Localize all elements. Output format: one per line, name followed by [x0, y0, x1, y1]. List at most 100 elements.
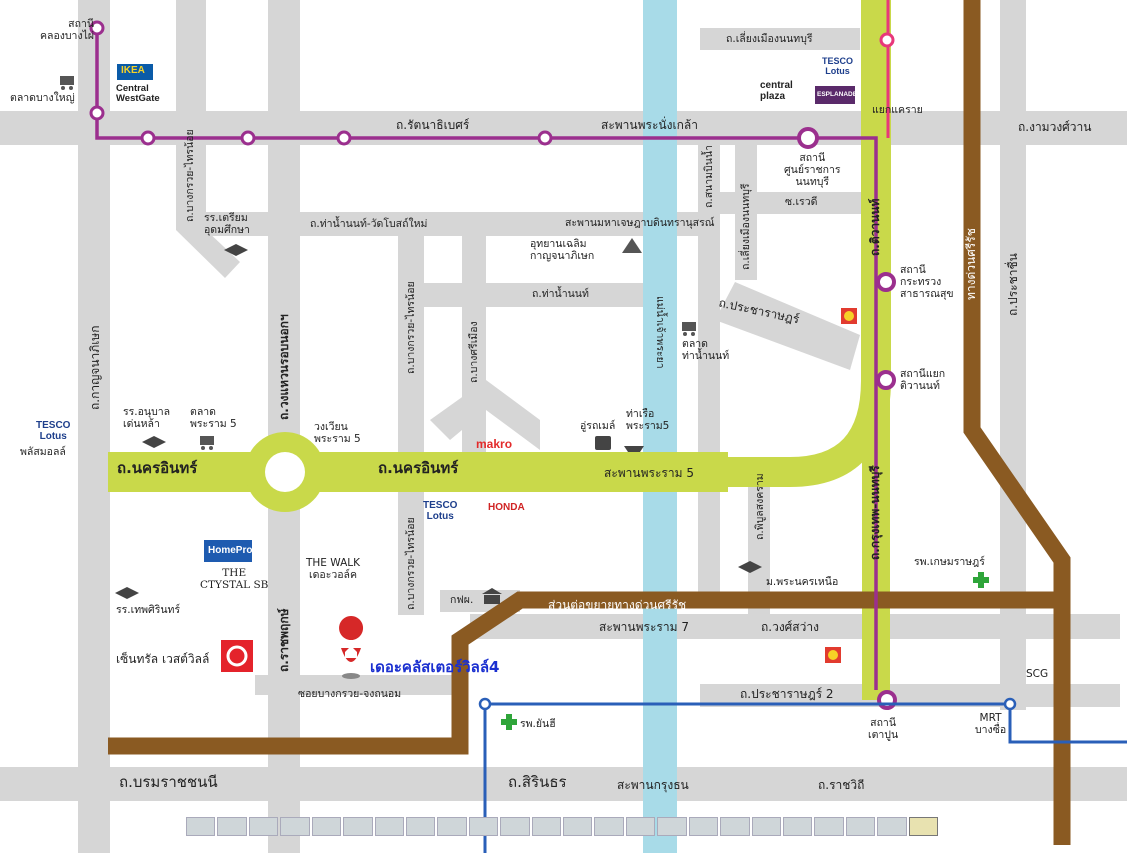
gallery-thumbnail[interactable]	[751, 817, 782, 836]
road-label-bang-si-mueang: ถ.บางศรีเมือง	[468, 321, 480, 383]
place-tesco-mid: TESCO Lotus	[423, 500, 458, 522]
gallery-thumbnail[interactable]	[563, 817, 593, 836]
road-label-sanam-bin-nam: ถ.สนามบินน้ำ	[703, 144, 715, 208]
road-label-wong-sawang: ถ.วงศ์สว่าง	[761, 620, 819, 634]
road-label-rattanathibet: ถ.รัตนาธิเบศร์	[396, 118, 470, 132]
bigc-logo-icon	[825, 647, 841, 663]
place-thepsirin: รร.เทพศิรินทร์	[116, 604, 181, 616]
place-egat: กฟผ.	[450, 594, 474, 606]
road-label-krung-thon-bridge: สะพานกรุงธน	[617, 778, 689, 792]
building-icon	[482, 588, 502, 604]
road-label-krungthep-nonthaburi: ถ.กรุงเทพ-นนทบุรี	[868, 465, 882, 560]
road-label-tha-nam-wat-bot: ถ.ท่าน้ำนนท์-วัดโบสถ์ใหม่	[310, 218, 428, 230]
chao-phraya-river	[643, 0, 677, 853]
westville-logo-icon	[221, 640, 253, 672]
gallery-thumbnail[interactable]	[186, 817, 216, 836]
road-label-tiwanon: ถ.ติวานนท์	[868, 198, 882, 256]
place-central-westgate: Central WestGate	[116, 83, 160, 104]
road-label-soi-rewadi: ซ.เรวดี	[785, 196, 818, 208]
gallery-thumbnail[interactable]	[374, 817, 404, 836]
gallery-thumbnail[interactable]	[720, 817, 750, 836]
gallery-thumbnail[interactable]	[783, 817, 813, 836]
road-label-ratchawithi: ถ.ราชวิถี	[818, 778, 865, 792]
road-label-pracha-chuen: ถ.ประชาชื่น	[1006, 253, 1020, 316]
gallery-thumbnail[interactable]	[877, 817, 907, 836]
school-icon	[224, 244, 248, 256]
gallery-thumbnail[interactable]	[468, 817, 499, 836]
esplanade-logo-icon	[815, 86, 855, 104]
place-market-rama5: ตลาด พระราม 5	[190, 406, 237, 430]
place-chalerm-park: อุทยานเฉลิม กาญจนาภิเษก	[530, 238, 595, 262]
gallery-thumbnail[interactable]	[248, 817, 279, 836]
gallery-thumbnail-selected[interactable]	[908, 817, 939, 836]
project-name-label: เดอะคลัสเตอร์วิลล์4	[370, 658, 500, 676]
place-crystal-sb: THE CTYSTAL SB	[200, 567, 269, 591]
gallery-thumbnail[interactable]	[688, 817, 719, 836]
road-label-nakhon-in-mid: ถ.นครอินทร์	[378, 459, 459, 477]
place-tesco-left: TESCO Lotus	[36, 420, 71, 442]
road-label-sirindhorn: ถ.สิรินธร	[508, 773, 567, 791]
road-label-siang-mueang: ถ.เลี่ยงเมืองนนทบุรี	[726, 33, 813, 45]
gallery-thumbnail[interactable]	[625, 817, 656, 836]
place-anuban: รร.อนุบาล เด่นหล้า	[123, 406, 171, 430]
ikea-logo-icon	[117, 64, 153, 80]
road-label-maha-chesada-bridge: สะพานมหาเจษฎาบดินทรานุสรณ์	[565, 217, 715, 229]
road-label-siang-mueang-v: ถ.เลี่ยงเมืองนนทบุรี	[740, 183, 752, 270]
road-label-bang-kruai-sai-noi-mid: ถ.บางกรวย-ไทรน้อย	[405, 281, 417, 374]
gallery-thumbnail[interactable]	[814, 817, 844, 836]
school-icon	[115, 587, 139, 599]
boat-icon	[624, 446, 644, 452]
place-rajabhat: ม.พระนครเหนือ	[766, 576, 839, 588]
road-label-outer-ring: ถ.วงแหวนรอบนอกฯ	[277, 314, 291, 420]
gallery-thumbnail[interactable]	[437, 817, 467, 836]
hospital-cross-icon	[973, 572, 989, 588]
road-label-ngamwongwan: ถ.งามวงศ์วาน	[1018, 120, 1092, 134]
gallery-thumbnail[interactable]	[657, 817, 687, 836]
road-label-rattanathibet-bridge: สะพานพระนั่งเกล้า	[601, 118, 698, 132]
place-market-tha-nam: ตลาด ท่าน้ำนนท์	[682, 338, 730, 362]
road-label-si-rat-expressway: ทางด่วนศรีรัช	[964, 228, 978, 300]
place-scg: SCG	[1026, 668, 1049, 680]
road-label-phibun-songkhram: ถ.พิบูลสงคราม	[754, 473, 766, 540]
gallery-thumbnail[interactable]	[405, 817, 436, 836]
school-icon	[142, 436, 166, 448]
place-central-plaza: central plaza	[760, 80, 793, 102]
gallery-thumbnail[interactable]	[280, 817, 310, 836]
gallery-thumbnail[interactable]	[343, 817, 373, 836]
bigc-logo-icon	[841, 308, 857, 324]
map-icons	[60, 64, 989, 730]
road-label-borommaratchachonnani: ถ.บรมราชชนนี	[119, 773, 218, 791]
road-label-expressway-ext: ส่วนต่อขยายทางด่วนศรีรัช	[548, 598, 687, 612]
road-label-pracharat-2: ถ.ประชาราษฎร์ 2	[740, 687, 834, 701]
road-label-rama5-circle: วงเวียน พระราม 5	[314, 421, 361, 445]
gallery-thumbnail-strip	[186, 817, 939, 836]
place-pier-rama5: ท่าเรือ พระราม5	[626, 408, 670, 432]
place-the-walk: THE WALK เดอะวอล์ค	[306, 557, 361, 581]
place-kasemrad: รพ.เกษมราษฎร์	[914, 556, 985, 568]
place-yanhee: รพ.ยันฮี	[520, 718, 556, 730]
gallery-thumbnail[interactable]	[217, 817, 247, 836]
station-tao-poon: สถานี เตาปูน	[868, 717, 899, 741]
station-government-center: สถานี ศูนย์ราชการ นนทบุรี	[784, 152, 841, 188]
gallery-thumbnail[interactable]	[311, 817, 342, 836]
station-ministry-health: สถานี กระทรวง สาธารณสุข	[900, 264, 954, 300]
place-plus-mall: พลัสมอลล์	[20, 446, 66, 458]
cart-icon	[682, 322, 696, 336]
blue-line	[478, 697, 1127, 853]
road-label-bang-kruai-sai-noi-top: ถ.บางกรวย-ไทรน้อย	[184, 129, 196, 222]
place-homepro: HomePro	[208, 545, 253, 556]
gallery-thumbnail[interactable]	[594, 817, 624, 836]
cart-icon	[200, 436, 214, 450]
place-market-bang-yai: ตลาดบางใหญ่	[10, 92, 75, 104]
road-label-soi-bang-kruai: ซอยบางกรวย-จงถนอม	[298, 688, 402, 700]
station-mrt-bang-sue: MRT บางซื่อ	[975, 712, 1007, 736]
place-esplanade: ESPLANADE	[817, 91, 858, 98]
bus-icon	[595, 436, 611, 450]
road-label-kanchanaphisek: ถ.กาญจนาภิเษก	[88, 325, 102, 410]
gallery-thumbnail[interactable]	[500, 817, 530, 836]
gallery-thumbnail[interactable]	[845, 817, 876, 836]
road-label-rama7-bridge: สะพานพระราม 7	[599, 620, 689, 634]
gallery-thumbnail[interactable]	[531, 817, 562, 836]
